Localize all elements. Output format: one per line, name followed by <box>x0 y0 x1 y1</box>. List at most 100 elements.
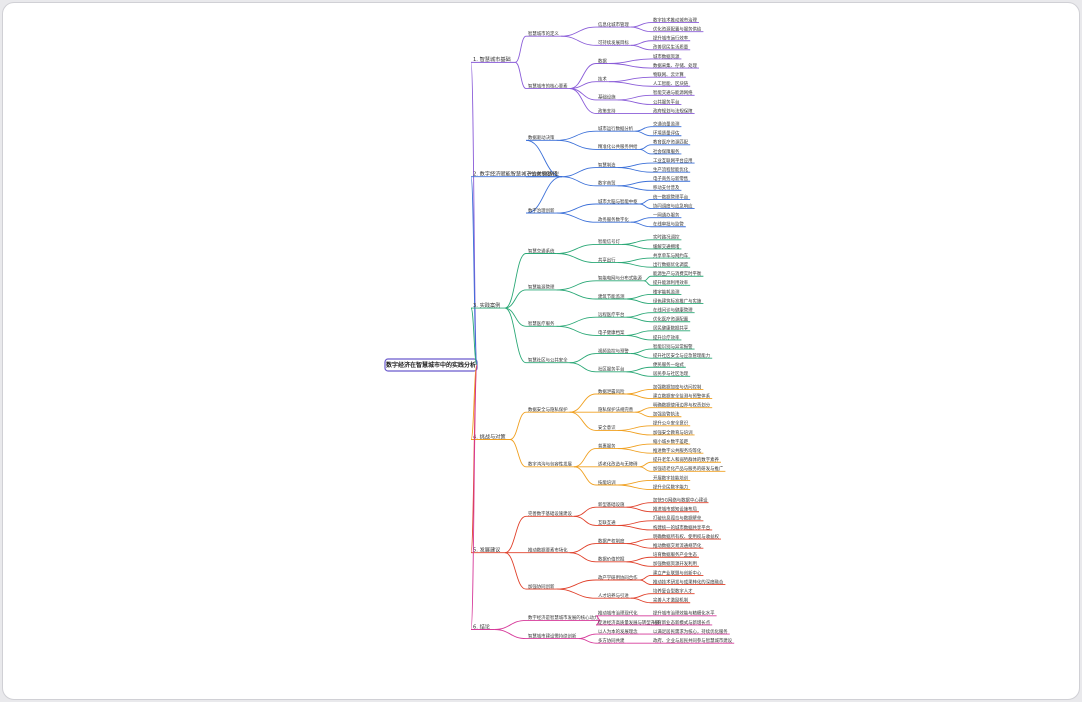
node-label-level-3[interactable]: 远程医疗平台 <box>598 311 625 318</box>
node-label-level-4[interactable]: 环境质量评估 <box>653 130 680 137</box>
node-label-level-4[interactable]: 政府、企业与居民共同参与智慧城市建设 <box>653 637 733 644</box>
node-label-level-3[interactable]: 城市运行数据分析 <box>598 125 634 132</box>
node-label-level-4[interactable]: 数据采集、存储、处理 <box>653 62 698 69</box>
node-label-level-1[interactable]: 5. 发展建议 <box>473 546 501 554</box>
node-label-level-3[interactable]: 数据 <box>598 57 607 64</box>
node-label-level-4[interactable]: 提升公众安全意识 <box>653 420 689 427</box>
node-label-level-2[interactable]: 产业数字化转型 <box>528 171 559 178</box>
node-label-level-4[interactable]: 物联网、云计算 <box>653 71 684 78</box>
node-label-level-4[interactable]: 培育新业态新模式与新增长点 <box>653 619 711 626</box>
node-label-level-3[interactable]: 政务服务数字化 <box>598 216 629 223</box>
node-label-level-3[interactable]: 人才培养与引进 <box>598 592 629 599</box>
node-label-level-4[interactable]: 建立产业联盟与创新中心 <box>653 569 702 576</box>
node-label-level-3[interactable]: 技术 <box>598 76 607 83</box>
node-label-level-4[interactable]: 楼宇能耗监测 <box>653 288 680 295</box>
node-label-level-4[interactable]: 出行数据优化调度 <box>653 261 689 268</box>
node-label-level-4[interactable]: 提升能源利用效率 <box>653 279 689 286</box>
node-label-level-3[interactable]: 数据泄露风险 <box>598 388 625 395</box>
node-label-level-2[interactable]: 智慧城市的定义 <box>528 30 559 37</box>
node-label-level-4[interactable]: 工业互联网平台应用 <box>653 157 693 164</box>
node-label-level-4[interactable]: 加强安全教育与培训 <box>653 429 693 436</box>
node-label-level-2[interactable]: 数字治理创新 <box>528 207 555 214</box>
node-label-level-4[interactable]: 提升诊疗效率 <box>653 334 680 341</box>
node-label-level-3[interactable]: 适老化改造与无障碍 <box>598 461 638 468</box>
node-label-level-3[interactable]: 社区服务平台 <box>598 366 625 373</box>
node-label-level-3[interactable]: 城市大脑与智能中枢 <box>598 198 638 205</box>
node-label-level-4[interactable]: 建立数据安全监测与预警体系 <box>653 392 711 399</box>
node-label-level-4[interactable]: 智能交通与能源网络 <box>653 89 693 96</box>
node-label-level-4[interactable]: 移动支付普及 <box>653 184 680 191</box>
node-label-level-3[interactable]: 可持续发展目标 <box>598 39 629 46</box>
node-label-level-4[interactable]: 统一数据管理平台 <box>653 193 689 200</box>
node-label-level-4[interactable]: 协同调度与应急响应 <box>653 202 693 209</box>
node-label-level-2[interactable]: 数字鸿沟与包容性发展 <box>528 461 573 468</box>
node-label-level-4[interactable]: 居民参与社区治理 <box>653 370 689 377</box>
node-label-level-3[interactable]: 智能信号灯 <box>598 238 621 245</box>
node-label-level-3[interactable]: 精准化公共服务供给 <box>598 143 638 150</box>
node-label-level-4[interactable]: 社会保障服务 <box>653 148 680 155</box>
node-label-level-1[interactable]: 1. 智慧城市基础 <box>473 55 511 63</box>
node-label-level-2[interactable]: 数字经济是智慧城市发展的核心动力 <box>528 614 598 621</box>
node-label-level-4[interactable]: 在线问诊与健康管理 <box>653 306 693 313</box>
node-label-level-4[interactable]: 推动数据交易流通规范化 <box>653 542 702 549</box>
node-label-level-4[interactable]: 加快5G网络与数据中心建设 <box>653 496 708 503</box>
node-label-level-4[interactable]: 提升老年人和弱势群体的数字素养 <box>653 456 719 463</box>
node-label-level-4[interactable]: 优化资源配置与服务供给 <box>653 25 702 32</box>
node-label-level-3[interactable]: 政产学研用协同合作 <box>598 574 638 581</box>
node-label-level-3[interactable]: 以人为本的发展理念 <box>598 628 638 635</box>
node-label-level-4[interactable]: 以满足居民需求为核心，持续优化服务 <box>653 628 728 635</box>
node-label-level-4[interactable]: 能源生产与消费实时平衡 <box>653 270 702 277</box>
node-label-level-3[interactable]: 推动城市治理现代化 <box>598 610 638 617</box>
node-label-level-2[interactable]: 智慧社区与公共安全 <box>528 357 568 364</box>
node-label-level-3[interactable]: 共享出行 <box>598 256 616 263</box>
node-label-level-3[interactable]: 智能电网与分布式能源 <box>598 275 643 282</box>
node-label-level-1[interactable]: 6. 结论 <box>473 622 491 630</box>
node-label-level-4[interactable]: 电子商务与新零售 <box>653 175 688 182</box>
node-label-level-4[interactable]: 完善人才激励机制 <box>653 597 689 604</box>
node-label-level-3[interactable]: 政策支持 <box>598 107 616 114</box>
node-label-level-2[interactable]: 完善数字基础设施建设 <box>528 510 573 517</box>
node-label-level-3[interactable]: 安全意识 <box>598 424 616 431</box>
node-label-level-3[interactable]: 技能培训 <box>598 479 616 486</box>
node-label-level-4[interactable]: 公共服务平台 <box>653 98 680 105</box>
node-label-level-4[interactable]: 加强监管执法 <box>653 411 680 418</box>
node-label-level-4[interactable]: 提升城市治理效能与精细化水平 <box>653 610 715 617</box>
node-label-level-4[interactable]: 培养复合型数字人才 <box>653 587 693 594</box>
node-label-level-2[interactable]: 数据安全与隐私保护 <box>528 406 568 413</box>
node-label-level-3[interactable]: 隐私保护法规完善 <box>598 406 634 413</box>
node-label-level-4[interactable]: 缓解交通拥堵 <box>653 243 680 250</box>
node-label-level-4[interactable]: 加强适老化产品与服务的研发与推广 <box>653 465 724 472</box>
node-label-level-4[interactable]: 在线审批与监管 <box>653 221 684 228</box>
node-label-level-4[interactable]: 提升城市运行效率 <box>653 35 689 42</box>
node-label-level-4[interactable]: 城市数据资源 <box>653 53 680 60</box>
node-label-level-3[interactable]: 数字商贸 <box>598 180 616 187</box>
root-node[interactable]: 数字经济在智慧城市中的实践分析 <box>384 358 478 372</box>
node-label-level-4[interactable]: 缩小城乡数字差距 <box>653 438 689 445</box>
node-label-level-3[interactable]: 互联互通 <box>598 519 616 526</box>
node-label-level-4[interactable]: 居民健康数据共享 <box>653 325 689 332</box>
node-label-level-4[interactable]: 人工智能、区块链 <box>653 80 689 87</box>
node-label-level-2[interactable]: 智慧能源管理 <box>528 284 555 291</box>
node-label-level-4[interactable]: 加强数据资源开发利用 <box>653 560 697 567</box>
node-label-level-4[interactable]: 生产流程智能优化 <box>653 166 689 173</box>
node-label-level-4[interactable]: 打破信息孤岛与数据壁垒 <box>653 515 702 522</box>
node-label-level-4[interactable]: 一网通办服务 <box>653 211 680 218</box>
node-label-level-2[interactable]: 数据驱动决策 <box>528 134 555 141</box>
node-label-level-2[interactable]: 推动数据要素市场化 <box>528 547 568 554</box>
node-label-level-4[interactable]: 改善居民生活质量 <box>653 44 689 51</box>
node-label-level-1[interactable]: 3. 实践案例 <box>473 301 500 309</box>
node-label-level-4[interactable]: 优化医疗资源配置 <box>653 316 689 323</box>
node-label-level-4[interactable]: 教育医疗资源匹配 <box>653 139 689 146</box>
node-label-level-1[interactable]: 2. 数字经济赋能智慧城市的关键路径 <box>473 170 557 178</box>
node-label-level-4[interactable]: 推动技术研发与成果转化的深度融合 <box>653 578 724 585</box>
node-label-level-3[interactable]: 多方协同共建 <box>598 637 625 644</box>
node-label-level-2[interactable]: 加强协同创新 <box>528 583 555 590</box>
node-label-level-3[interactable]: 视频监控与预警 <box>598 347 629 354</box>
node-label-level-4[interactable]: 绿色建筑标准推广与实施 <box>653 297 702 304</box>
node-label-level-3[interactable]: 信息化城市管理 <box>598 21 629 28</box>
node-label-level-4[interactable]: 交通流量监测 <box>653 120 680 127</box>
node-label-level-3[interactable]: 数据产权制度 <box>598 537 625 544</box>
node-label-level-3[interactable]: 建筑节能监测 <box>598 293 625 300</box>
node-label-level-2[interactable]: 智慧城市的核心要素 <box>528 82 568 89</box>
node-label-level-4[interactable]: 培育数据服务产业生态 <box>653 551 698 558</box>
